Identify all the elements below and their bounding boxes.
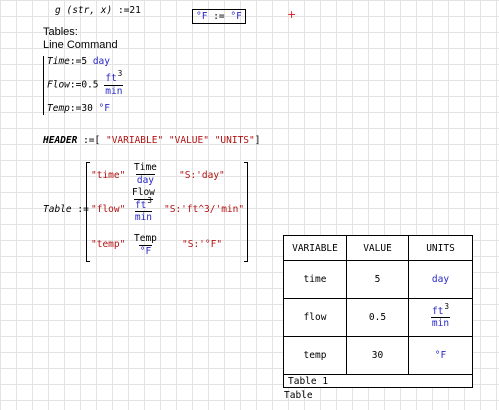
header-item-units: "UNITS" (214, 135, 255, 146)
header-var: HEADER (43, 135, 78, 146)
unit-def-left: °F (196, 11, 208, 22)
line-command-heading[interactable]: Line Command (43, 39, 118, 51)
cell-variable: temp (284, 337, 347, 374)
table-row[interactable]: time 5 day (284, 261, 472, 299)
matrix-flow-den-den: min (134, 211, 153, 223)
cell-unit: day (431, 274, 450, 285)
header-item-value: "VALUE" (168, 135, 209, 146)
matrix-flow-num: Flow (132, 187, 155, 198)
header-bracket-close-icon: ] (254, 135, 261, 146)
line-temp-definition[interactable]: Temp:=30 °F (47, 103, 110, 114)
time-value: 5 (81, 56, 88, 67)
function-value: 21 (129, 5, 141, 16)
cell-unit-den: min (430, 317, 451, 329)
matrix-time-den: day (135, 173, 156, 186)
line-block-bar (43, 56, 44, 115)
matrix-flow-label[interactable]: "flow" (91, 204, 126, 215)
cell-unit-fraction: ft3 min (409, 299, 472, 336)
column-header-units: UNITS (426, 242, 455, 254)
header-item-variable: "VARIABLE" (105, 135, 164, 146)
unit-def-right: °F (230, 11, 242, 22)
header-definition[interactable]: HEADER :=[ "VARIABLE" "VALUE" "UNITS"] (43, 135, 260, 146)
flow-value: 0.5 (81, 79, 99, 91)
temp-assign: := (69, 103, 82, 114)
table-header-row: VARIABLE VALUE UNITS (284, 236, 472, 261)
matrix-temp-fraction[interactable]: Temp °F (133, 234, 158, 256)
matrix-time-num: Time (134, 162, 157, 173)
matrix-bracket-left-icon (86, 162, 90, 262)
header-assign: := (83, 135, 95, 146)
flow-unit-den: min (104, 84, 124, 97)
flow-assign: := (69, 79, 82, 91)
matrix-flow-den-fraction: ft3 min (133, 195, 154, 223)
table-row[interactable]: flow 0.5 ft3 min (284, 299, 472, 337)
matrix-time-unit[interactable]: "S:'day" (179, 170, 225, 181)
cell-value: 30 (347, 337, 409, 374)
cell-unit-exp: 3 (444, 301, 449, 311)
time-assign: := (69, 56, 82, 67)
insertion-cursor-icon: + (287, 8, 297, 21)
line-flow-definition[interactable]: Flow:=0.5 ft3 min (47, 70, 124, 97)
line-time-definition[interactable]: Time:=5 day (47, 56, 110, 67)
matrix-flow-fraction[interactable]: Flow ft3 min (131, 188, 156, 223)
matrix-time-fraction[interactable]: Time day (133, 163, 158, 185)
temp-var: Temp (47, 103, 70, 114)
assign-operator: := (117, 5, 130, 16)
flow-unit-fraction: ft3 min (104, 70, 124, 97)
table-assign: := (77, 204, 89, 215)
cell-variable: flow (284, 299, 347, 336)
matrix-flow-unit[interactable]: "S:'ft^3/'min" (164, 204, 245, 215)
matrix-flow-den-exp: 3 (147, 195, 152, 205)
matrix-temp-num: Temp (134, 233, 157, 244)
column-header-value: VALUE (347, 236, 409, 260)
matrix-temp-label[interactable]: "temp" (91, 239, 126, 250)
temp-value: 30 (81, 103, 93, 114)
function-name: g (55, 5, 61, 16)
result-table[interactable]: VARIABLE VALUE UNITS time 5 day flow 0.5… (283, 235, 473, 388)
column-header-variable: VARIABLE (284, 236, 347, 260)
cell-value: 0.5 (347, 299, 409, 336)
table-region-label: Table (284, 390, 313, 401)
matrix-flow-den-num: ft (134, 199, 147, 211)
flow-unit-num: ft (105, 73, 117, 84)
function-args: (str, x) (66, 5, 113, 16)
flow-unit-exp: 3 (117, 69, 123, 78)
matrix-temp-den: °F (138, 244, 153, 257)
time-unit: day (92, 56, 110, 67)
unit-definition-box[interactable]: °F := °F (192, 9, 246, 24)
table-var: Table (43, 204, 72, 215)
cell-variable: time (284, 261, 347, 298)
table-definition-label[interactable]: Table := (43, 204, 89, 215)
cell-value: 5 (347, 261, 409, 298)
header-bracket-open-icon: [ (94, 135, 101, 146)
table-row[interactable]: temp 30 °F (284, 337, 472, 375)
flow-var: Flow (47, 79, 70, 91)
temp-unit: °F (98, 103, 110, 114)
time-var: Time (47, 56, 70, 67)
table-caption: Table 1 (288, 376, 329, 387)
cell-unit: °F (434, 350, 447, 361)
function-definition[interactable]: g (str, x) :=21 (55, 5, 141, 16)
cell-unit-num: ft (432, 305, 444, 317)
matrix-bracket-right-icon (244, 162, 248, 262)
unit-def-assign: := (213, 11, 225, 22)
matrix-temp-unit[interactable]: "S:'°F" (182, 239, 223, 250)
tables-heading[interactable]: Tables: (43, 26, 78, 38)
matrix-time-label[interactable]: "time" (91, 170, 126, 181)
